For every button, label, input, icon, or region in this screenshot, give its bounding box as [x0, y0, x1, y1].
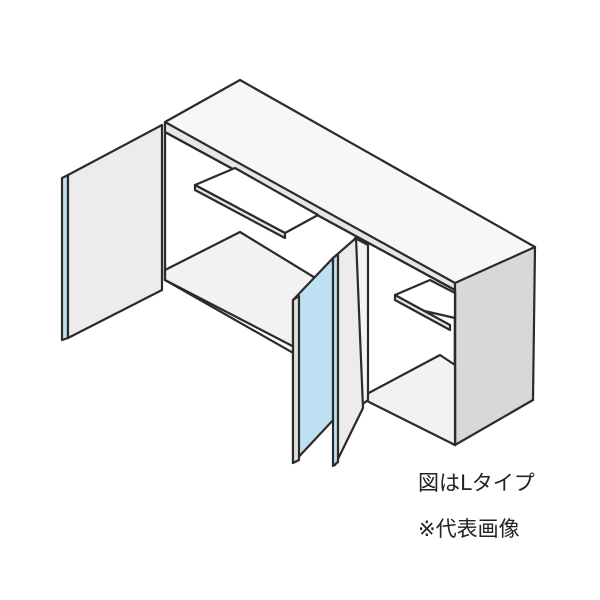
representative-image-note: ※代表画像 [418, 517, 520, 541]
shelf-left-edge [193, 183, 287, 240]
type-caption: 図はLタイプ [418, 471, 535, 495]
center-right-door-edge [331, 252, 340, 468]
center-left-door-edge [291, 294, 301, 465]
left-door-panel [66, 123, 164, 340]
cabinet-right-side [453, 245, 537, 447]
shelf-right-edge [393, 293, 452, 332]
